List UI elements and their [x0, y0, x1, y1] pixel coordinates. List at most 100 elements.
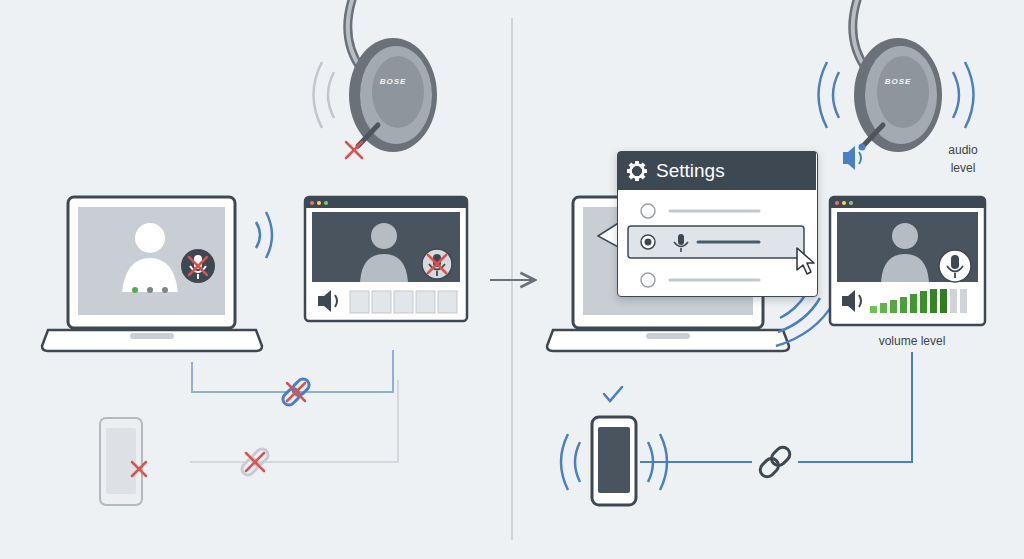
panel-art-part — [674, 242, 688, 252]
laptop-muted — [42, 197, 272, 351]
app-window-active-part-part — [880, 303, 887, 313]
panel-art-part — [670, 279, 759, 282]
app-window-muted-part — [371, 223, 397, 249]
panel-art-part-part — [631, 165, 644, 178]
panel-art-part — [678, 234, 684, 245]
app-window-active-part — [947, 266, 963, 278]
brand-logo: BOSE — [380, 77, 407, 86]
app-window-muted-part — [350, 291, 457, 313]
phone-disconnected-part — [100, 418, 142, 505]
laptop-muted-part — [181, 249, 215, 283]
broken-link-part — [287, 383, 305, 401]
broken-link-part — [280, 376, 311, 407]
phone-connected-part-part — [757, 456, 781, 480]
app-window-active-part-part — [930, 289, 937, 313]
laptop-muted-part — [189, 257, 207, 275]
app-window-active-part-part — [960, 289, 967, 313]
app-window-active-part — [842, 201, 846, 205]
laptop-muted-part — [42, 330, 262, 351]
laptop-muted-part — [135, 223, 165, 253]
laptop-active-part — [776, 302, 834, 346]
laptop-active-part — [646, 333, 690, 339]
headphone-active-part — [859, 152, 861, 164]
app-window-muted-part — [310, 201, 314, 205]
phone-connected — [561, 352, 912, 505]
audio-level-label: audio level — [936, 140, 990, 176]
volume-level-label: volume level — [879, 334, 946, 348]
transition-arrow-part — [490, 279, 533, 281]
app-window-muted-part — [317, 201, 321, 205]
laptop-muted-part — [78, 207, 225, 315]
headphone-muted-part — [349, 38, 437, 152]
headphone-active-part — [819, 62, 828, 128]
app-window-active-part — [835, 201, 839, 205]
panel-art-part — [670, 210, 759, 213]
app-window-active-part — [859, 295, 861, 307]
panel-art-part — [641, 204, 655, 218]
laptop-muted-part — [122, 258, 178, 292]
settings-panel: Settings — [617, 151, 818, 297]
headphone-active-part — [859, 144, 866, 151]
panel-art-part — [627, 161, 647, 181]
brand-logo: BOSE — [873, 70, 923, 88]
panel-art-part — [645, 239, 652, 246]
app-window-muted — [305, 197, 467, 321]
headphone-muted-part — [328, 72, 334, 118]
app-window-muted-part-part — [416, 291, 435, 313]
app-window-muted-part-part — [372, 291, 391, 313]
laptop-muted-part — [256, 222, 260, 248]
laptop-active-part — [780, 294, 806, 318]
laptop-muted-part — [162, 287, 168, 293]
app-window-muted-part — [306, 198, 466, 208]
laptop-muted-part — [266, 212, 272, 258]
phone-connected-part — [575, 442, 580, 482]
phone-connected-part — [592, 417, 636, 505]
phone-connected-part — [757, 444, 792, 479]
headphone-active-part — [833, 72, 839, 118]
app-window-active-part — [837, 212, 978, 282]
broken-link-part — [239, 446, 270, 477]
app-window-active-part-part — [920, 291, 927, 313]
laptop-muted-part — [132, 287, 138, 293]
headphone-active-part — [863, 125, 883, 146]
app-window-active — [830, 197, 985, 325]
panel-art-part — [797, 248, 814, 274]
phone-connected-part — [598, 427, 630, 493]
app-window-muted-part-part — [350, 291, 369, 313]
app-window-active-part — [881, 254, 929, 282]
headphone-active-part — [953, 72, 959, 118]
phone-connected-part — [640, 352, 912, 462]
app-window-active-part — [842, 290, 855, 312]
app-window-active-part-part — [890, 300, 897, 313]
app-window-muted-part — [428, 255, 446, 273]
app-window-muted-part — [360, 254, 408, 282]
panel-title: Settings — [618, 152, 725, 190]
panel-art-part — [641, 273, 655, 287]
laptop-muted-part — [147, 287, 153, 293]
app-window-muted-part — [324, 201, 328, 205]
app-window-active-part — [939, 250, 971, 282]
app-window-active-part — [892, 223, 918, 249]
panel-art-part — [618, 152, 816, 190]
app-window-muted-part — [305, 197, 467, 321]
app-window-muted-part — [318, 290, 331, 312]
phone-connected-part — [660, 434, 667, 490]
phone-connected-part — [561, 434, 568, 490]
phone-connected-part-part — [769, 444, 793, 468]
laptop-active-part — [547, 330, 789, 351]
app-window-active-part — [870, 289, 967, 313]
app-window-active-part — [830, 197, 985, 325]
app-window-active-part — [951, 255, 959, 269]
volume-level-label: volume level — [862, 331, 962, 349]
headphone-muted-part — [314, 62, 323, 128]
headphone-muted-part — [372, 56, 424, 128]
app-window-active-part — [849, 201, 853, 205]
app-window-muted-part — [312, 212, 460, 282]
brand-logo: BOSE — [885, 77, 912, 86]
app-window-active-part-part — [950, 289, 957, 313]
headphone-muted-part — [346, 142, 362, 158]
